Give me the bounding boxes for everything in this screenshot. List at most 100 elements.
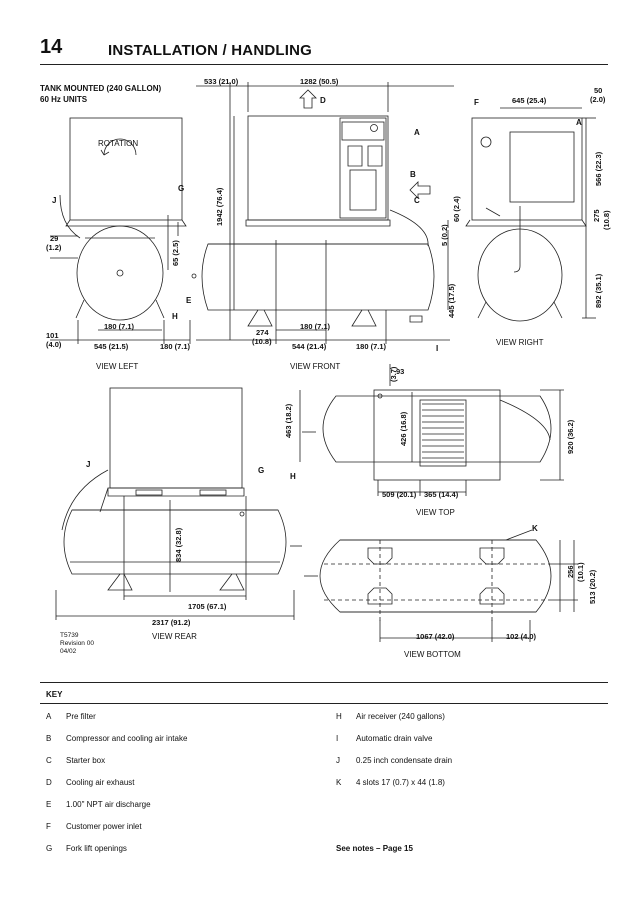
key-letter: K bbox=[336, 778, 342, 787]
rotation-label: ROTATION bbox=[98, 139, 139, 148]
key-text: 4 slots 17 (0.7) x 44 (1.8) bbox=[356, 778, 445, 787]
view-front-label: VIEW FRONT bbox=[290, 362, 341, 371]
dim-275-in: (10.8) bbox=[602, 210, 611, 230]
view-bottom-drawing bbox=[304, 529, 578, 642]
key-text: Cooling air exhaust bbox=[66, 778, 135, 787]
dim-93: 93 bbox=[396, 367, 405, 376]
view-right-drawing bbox=[465, 107, 596, 322]
callout-f: F bbox=[474, 98, 479, 107]
dim-445: 445 (17.5) bbox=[447, 283, 456, 318]
dim-463: 463 (18.2) bbox=[284, 403, 293, 438]
dim-50: 50 bbox=[594, 86, 603, 95]
view-left-drawing bbox=[50, 117, 191, 344]
header-rule bbox=[40, 64, 608, 65]
dim-50-in: (2.0) bbox=[590, 95, 606, 104]
dim-256: 256 bbox=[566, 565, 575, 578]
dim-5: 5 (0.2) bbox=[440, 224, 449, 246]
dim-29-in: (1.2) bbox=[46, 243, 62, 252]
dim-544: 544 (21.4) bbox=[292, 342, 327, 351]
key-text: Starter box bbox=[66, 756, 106, 765]
key-letter: C bbox=[46, 756, 52, 765]
revision-date: 04/02 bbox=[60, 648, 77, 655]
key-letter: E bbox=[46, 800, 52, 809]
callout-a-front: A bbox=[414, 128, 420, 137]
dim-834: 834 (32.8) bbox=[174, 527, 183, 562]
dim-101: 101 bbox=[46, 331, 59, 340]
dim-645: 645 (25.4) bbox=[512, 96, 547, 105]
key-letter: J bbox=[336, 756, 340, 765]
key-text: Fork lift openings bbox=[66, 844, 127, 853]
dim-545: 545 (21.5) bbox=[94, 342, 129, 351]
view-left-label: VIEW LEFT bbox=[96, 362, 139, 371]
dim-180-left-b: 180 (7.1) bbox=[160, 342, 191, 351]
dim-509: 509 (20.1) bbox=[382, 490, 417, 499]
view-front-drawing bbox=[191, 82, 454, 344]
key-title: KEY bbox=[46, 690, 63, 699]
dim-180-front-a: 180 (7.1) bbox=[300, 322, 331, 331]
view-top-label: VIEW TOP bbox=[416, 508, 455, 517]
dim-275: 275 bbox=[592, 209, 601, 222]
page-title: INSTALLATION / HANDLING bbox=[108, 42, 313, 59]
view-bottom-label: VIEW BOTTOM bbox=[404, 650, 461, 659]
key-text: Pre filter bbox=[66, 712, 96, 721]
callout-d: D bbox=[320, 96, 326, 105]
key-text: Air receiver (240 gallons) bbox=[356, 712, 445, 721]
key-letter: I bbox=[336, 734, 339, 743]
callout-j-left: J bbox=[52, 196, 57, 205]
callout-a-right: A bbox=[576, 118, 582, 127]
dim-1282: 1282 (50.5) bbox=[300, 77, 339, 86]
callout-e: E bbox=[186, 296, 192, 305]
callout-k: K bbox=[532, 524, 538, 533]
key-letter: H bbox=[336, 712, 342, 721]
key-rule-top bbox=[40, 682, 608, 683]
key-letter: D bbox=[46, 778, 52, 787]
key-letter: A bbox=[46, 712, 52, 721]
callout-h-left: H bbox=[172, 312, 178, 321]
key-letter: G bbox=[46, 844, 53, 853]
dim-2317: 2317 (91.2) bbox=[152, 618, 191, 627]
dim-566: 566 (22.3) bbox=[594, 151, 603, 186]
callout-h-top: H bbox=[290, 472, 296, 481]
callout-g-rear: G bbox=[258, 466, 265, 475]
dim-365: 365 (14.4) bbox=[424, 490, 459, 499]
dim-426: 426 (16.8) bbox=[399, 411, 408, 446]
dim-93-in: (3.7) bbox=[389, 366, 398, 382]
callout-g-left: G bbox=[178, 184, 185, 193]
see-notes-link: See notes – Page 15 bbox=[336, 844, 413, 853]
callout-b: B bbox=[410, 170, 416, 179]
key-letter: B bbox=[46, 734, 52, 743]
dim-102: 102 (4.0) bbox=[506, 632, 537, 641]
callout-c: C bbox=[414, 196, 420, 205]
dim-60: 60 (2.4) bbox=[452, 196, 461, 222]
view-rear-label: VIEW REAR bbox=[152, 632, 197, 641]
drawing-heading-line1: TANK MOUNTED (240 GALLON) bbox=[40, 84, 162, 93]
callout-i: I bbox=[436, 344, 439, 353]
key-letter: F bbox=[46, 822, 51, 831]
dim-274: 274 bbox=[256, 328, 269, 337]
view-right-label: VIEW RIGHT bbox=[496, 338, 544, 347]
key-text: 0.25 inch condensate drain bbox=[356, 756, 453, 765]
key-text: Customer power inlet bbox=[66, 822, 142, 831]
dim-513: 513 (20.2) bbox=[588, 569, 597, 604]
dim-65: 65 (2.5) bbox=[171, 240, 180, 266]
drawing-heading-line2: 60 Hz UNITS bbox=[40, 95, 88, 104]
revision-code: T5739 bbox=[60, 632, 79, 639]
view-rear-drawing bbox=[55, 387, 302, 620]
dim-180-left-a: 180 (7.1) bbox=[104, 322, 135, 331]
key-rule-bottom bbox=[40, 703, 608, 704]
dim-920: 920 (36.2) bbox=[566, 419, 575, 454]
dim-274-in: (10.8) bbox=[252, 337, 272, 346]
key-text: Compressor and cooling air intake bbox=[66, 734, 188, 743]
dim-892: 892 (35.1) bbox=[594, 273, 603, 308]
callout-j-rear: J bbox=[86, 460, 91, 469]
dim-1942: 1942 (76.4) bbox=[215, 187, 224, 226]
dim-29: 29 bbox=[50, 234, 59, 243]
key-text: Automatic drain valve bbox=[356, 734, 433, 743]
view-top-drawing bbox=[299, 364, 564, 496]
dim-101-in: (4.0) bbox=[46, 340, 62, 349]
dim-1705: 1705 (67.1) bbox=[188, 602, 227, 611]
dim-533: 533 (21.0) bbox=[204, 77, 239, 86]
dim-256-in: (10.1) bbox=[576, 562, 585, 582]
revision-number: Revision 00 bbox=[60, 640, 94, 647]
